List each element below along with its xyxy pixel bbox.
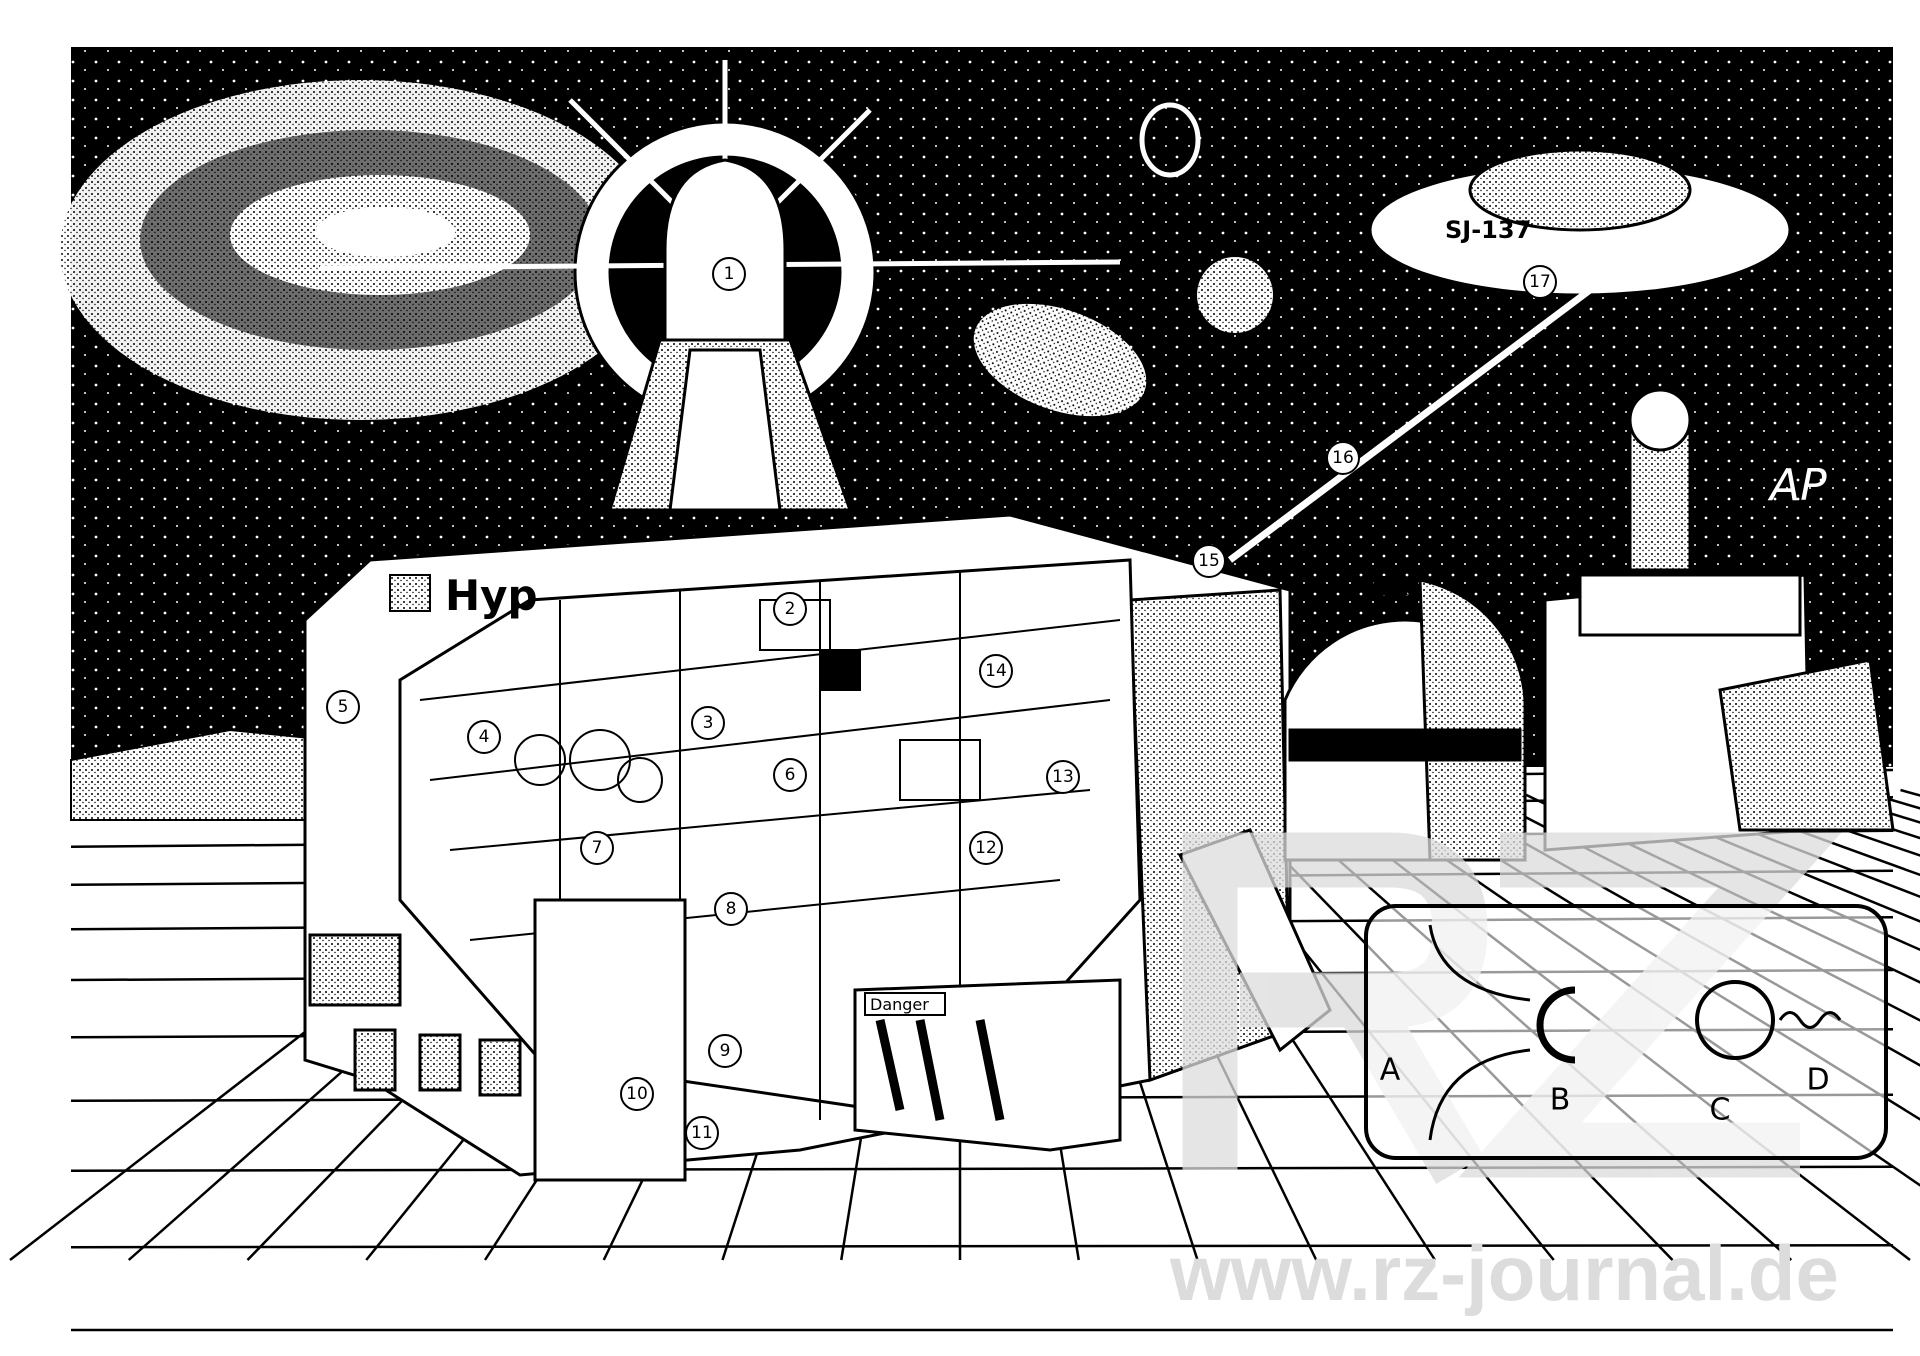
callout-circle: [685, 1116, 719, 1150]
callout-number: 14: [985, 661, 1007, 681]
callout-circle: [714, 892, 748, 926]
ship-registration: SJ-137: [1445, 216, 1531, 244]
callout-circle: [691, 706, 725, 740]
inset-label-a: A: [1380, 1053, 1401, 1088]
inset-label-b: B: [1550, 1083, 1571, 1118]
callout-circle: [1046, 760, 1080, 794]
callout-number: 7: [592, 838, 603, 858]
callout-circle: [620, 1077, 654, 1111]
callout-circle: [708, 1034, 742, 1068]
callout-circle: [773, 758, 807, 792]
planet: [1197, 257, 1273, 333]
flying-saucer: [1227, 148, 1792, 563]
callout-circle: [326, 690, 360, 724]
danger-sign-plate: [864, 992, 946, 1016]
right-building: [1543, 388, 1895, 852]
callout-circle: [979, 654, 1013, 688]
grid-line: [1900, 788, 1920, 797]
building-sign: Hyp: [445, 571, 538, 620]
callout-circle: [1523, 265, 1557, 299]
callout-circle: [712, 257, 746, 291]
callout-number: 12: [975, 838, 997, 858]
danger-sign: Danger: [870, 995, 929, 1014]
callout-number: 3: [703, 713, 714, 733]
callout-number: 9: [720, 1041, 731, 1061]
dome-text: MA: [1362, 572, 1408, 602]
callout-number: 17: [1529, 272, 1551, 292]
callout-circle: [773, 592, 807, 626]
callout-number: 16: [1332, 448, 1354, 468]
sign-logo: [389, 574, 431, 612]
grid-line: [1686, 788, 1920, 877]
callout-number: 8: [726, 899, 737, 919]
callout-circle: [969, 831, 1003, 865]
inset-label-c: C: [1710, 1093, 1731, 1128]
inset-label-d: D: [1806, 1063, 1829, 1098]
spiral-galaxy: [60, 80, 660, 420]
main-building: [303, 513, 1332, 1182]
callout-circle: [1326, 441, 1360, 475]
callout-number: 13: [1052, 767, 1074, 787]
callout-circle: [580, 831, 614, 865]
callout-number: 11: [691, 1123, 713, 1143]
callout-number: 1: [724, 264, 735, 284]
inset-diagram: A B C D: [1364, 904, 1888, 1160]
callout-number: 4: [479, 727, 490, 747]
callout-number: 6: [785, 765, 796, 785]
grid-line: [70, 1243, 1894, 1249]
callout-number: 5: [338, 697, 349, 717]
callout-number: 15: [1198, 551, 1220, 571]
distant-galaxy: [1139, 102, 1201, 178]
callout-number: 10: [626, 1084, 648, 1104]
callout-circle: [467, 720, 501, 754]
callout-circle: [1192, 544, 1226, 578]
signature: AP: [1767, 460, 1827, 511]
callout-number: 2: [785, 599, 796, 619]
nebula: [973, 303, 1147, 417]
dome-building: [1283, 578, 1527, 862]
grid-line: [1643, 788, 1920, 899]
watermark-url: www.rz-journal.de: [1169, 1229, 1839, 1317]
